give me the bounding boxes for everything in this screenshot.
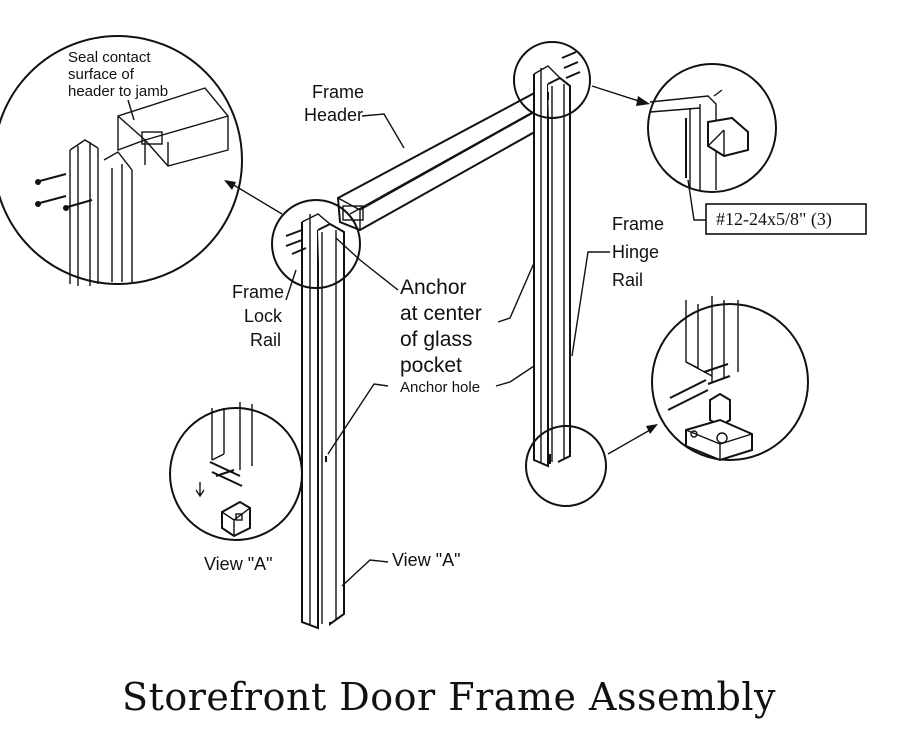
frame-hinge-rail-label: Frame Hinge Rail — [612, 214, 669, 290]
hinge-pivot-detail — [651, 296, 809, 462]
anchor-hole-label: Anchor hole — [400, 379, 480, 396]
view-a-detail-label: View "A" — [204, 554, 272, 574]
view-a-callout-label: View "A" — [392, 550, 460, 570]
view-a-leader — [341, 559, 389, 587]
hinge-top-screws — [547, 51, 581, 100]
detail-arrow-pivot — [607, 429, 651, 455]
header-jamb-detail — [0, 35, 243, 286]
frame-lock-rail — [301, 213, 345, 630]
view-a-detail — [169, 402, 303, 541]
hinge-bottom-detail-circle — [525, 425, 607, 507]
anchor-note-label: Anchor at center of glass pocket — [400, 276, 488, 377]
frame-hinge-rail — [533, 65, 571, 468]
lock-rail-screws — [285, 229, 307, 255]
screw-spec-box — [705, 203, 867, 235]
screw-spec-leader — [687, 179, 706, 221]
anchor-note-leader-left — [335, 237, 399, 291]
anchor-hole-leader-right — [495, 361, 541, 387]
hinge-rail-leader — [571, 251, 610, 357]
frame-header-leader — [361, 113, 405, 149]
page-title: Storefront Door Frame Assembly — [122, 675, 776, 719]
lock-rail-detail-circle — [271, 199, 361, 289]
detail-arrow-right — [591, 85, 643, 103]
frame-header-label: Frame Header — [304, 82, 369, 125]
arrow-head-icon — [646, 424, 658, 434]
arrow-head-icon — [224, 180, 236, 190]
hinge-top-detail-circle — [513, 41, 591, 119]
frame-header — [336, 88, 557, 232]
lock-rail-leader — [285, 269, 297, 301]
frame-lock-rail-label: Frame Lock Rail — [232, 282, 289, 350]
seal-contact-label: Seal contact surface of header to jamb — [68, 49, 168, 100]
detail-arrow-left — [231, 183, 283, 215]
arrow-head-icon — [636, 96, 650, 106]
anchor-note-leader-right — [497, 239, 545, 323]
anchor-hole-leader-left — [327, 383, 389, 455]
screw-spec-label: #12-24x5/8" (3) — [716, 209, 832, 230]
hinge-top-detail — [647, 63, 777, 193]
